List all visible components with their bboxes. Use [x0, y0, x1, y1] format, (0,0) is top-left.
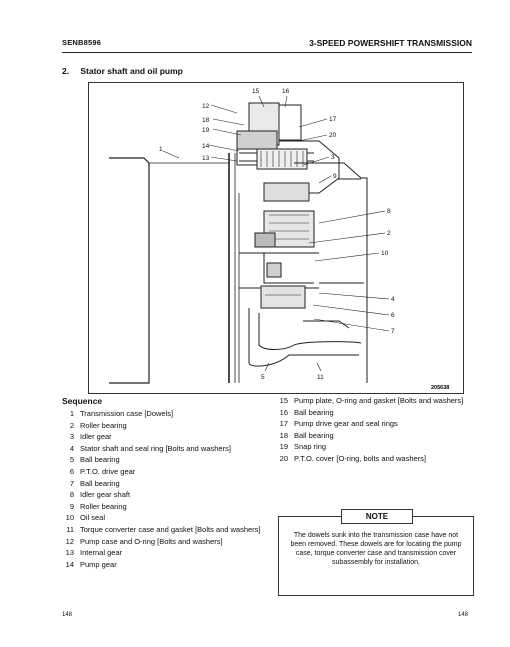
note-text: The dowels sunk into the transmission ca…: [290, 532, 462, 566]
callout-1: 1: [159, 146, 163, 153]
section-heading: 2. Stator shaft and oil pump: [62, 66, 183, 76]
callout-19: 19: [202, 127, 210, 134]
callout-6: 6: [391, 312, 395, 319]
callout-16: 16: [282, 88, 290, 95]
callout-7: 7: [391, 328, 395, 335]
leader-lines: [162, 95, 390, 372]
callout-12: 12: [202, 103, 210, 110]
page-number-left: 148: [62, 612, 73, 618]
sequence-heading: Sequence: [62, 396, 103, 406]
idler-gear-drawing: [239, 140, 340, 284]
note-box: NOTE The dowels sunk into the transmissi…: [278, 509, 474, 596]
callout-8: 8: [387, 208, 391, 215]
document-code: SENB8596: [62, 38, 102, 47]
callout-9: 9: [333, 173, 337, 180]
pump-assembly-drawing: [236, 102, 314, 170]
callout-4: 4: [391, 296, 395, 303]
callout-13: 13: [202, 155, 210, 162]
callout-5: 5: [261, 374, 265, 381]
section-number: 2.: [62, 66, 70, 76]
transmission-case-drawing: [109, 153, 240, 384]
header-rule: [62, 52, 472, 53]
callout-2: 2: [387, 230, 391, 237]
page-number-right: 148: [458, 612, 469, 618]
section-title: Stator shaft and oil pump: [80, 66, 183, 76]
callout-18: 18: [202, 117, 210, 124]
converter-housing-drawing: [239, 162, 368, 383]
note-label: NOTE: [341, 509, 413, 524]
figure-id: 205638: [431, 385, 449, 391]
callout-10: 10: [381, 250, 389, 257]
callout-11: 11: [317, 374, 324, 381]
page-header: SENB8596 3-SPEED POWERSHIFT TRANSMISSION: [62, 38, 472, 52]
drawing-canvas: 15 16 12 18 19 14 13 1 17 20 3 9 8 2 10 …: [109, 88, 449, 391]
technical-drawing: 15 16 12 18 19 14 13 1 17 20 3 9 8 2 10 …: [88, 82, 464, 394]
callout-15: 15: [252, 88, 260, 95]
callout-labels: 15 16 12 18 19 14 13 1 17 20 3 9 8 2 10 …: [159, 88, 395, 381]
callout-20: 20: [329, 132, 337, 139]
callout-3: 3: [331, 154, 335, 161]
callout-17: 17: [329, 116, 337, 123]
callout-14: 14: [202, 143, 210, 150]
document-title: 3-SPEED POWERSHIFT TRANSMISSION: [309, 38, 472, 48]
